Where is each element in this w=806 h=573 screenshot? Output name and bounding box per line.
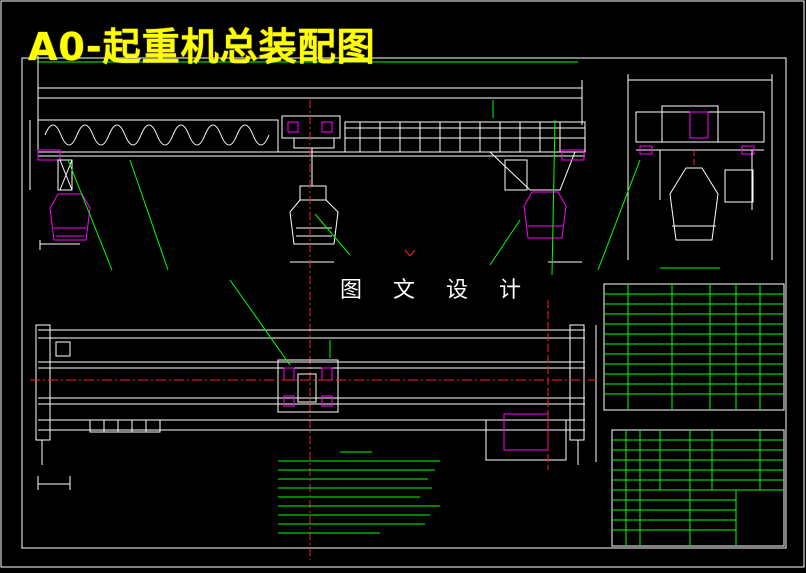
side-elevation-view	[597, 74, 773, 271]
front-elevation-view	[29, 56, 586, 560]
drawing-title: A0-起重机总装配图	[28, 25, 376, 69]
watermark-text: 图 文 设 计	[340, 278, 533, 303]
parts-list-table	[603, 267, 785, 411]
sheet-inner-border	[21, 57, 787, 549]
plan-view	[30, 279, 597, 490]
technical-requirements-notes	[278, 451, 440, 534]
title-block	[611, 429, 785, 547]
